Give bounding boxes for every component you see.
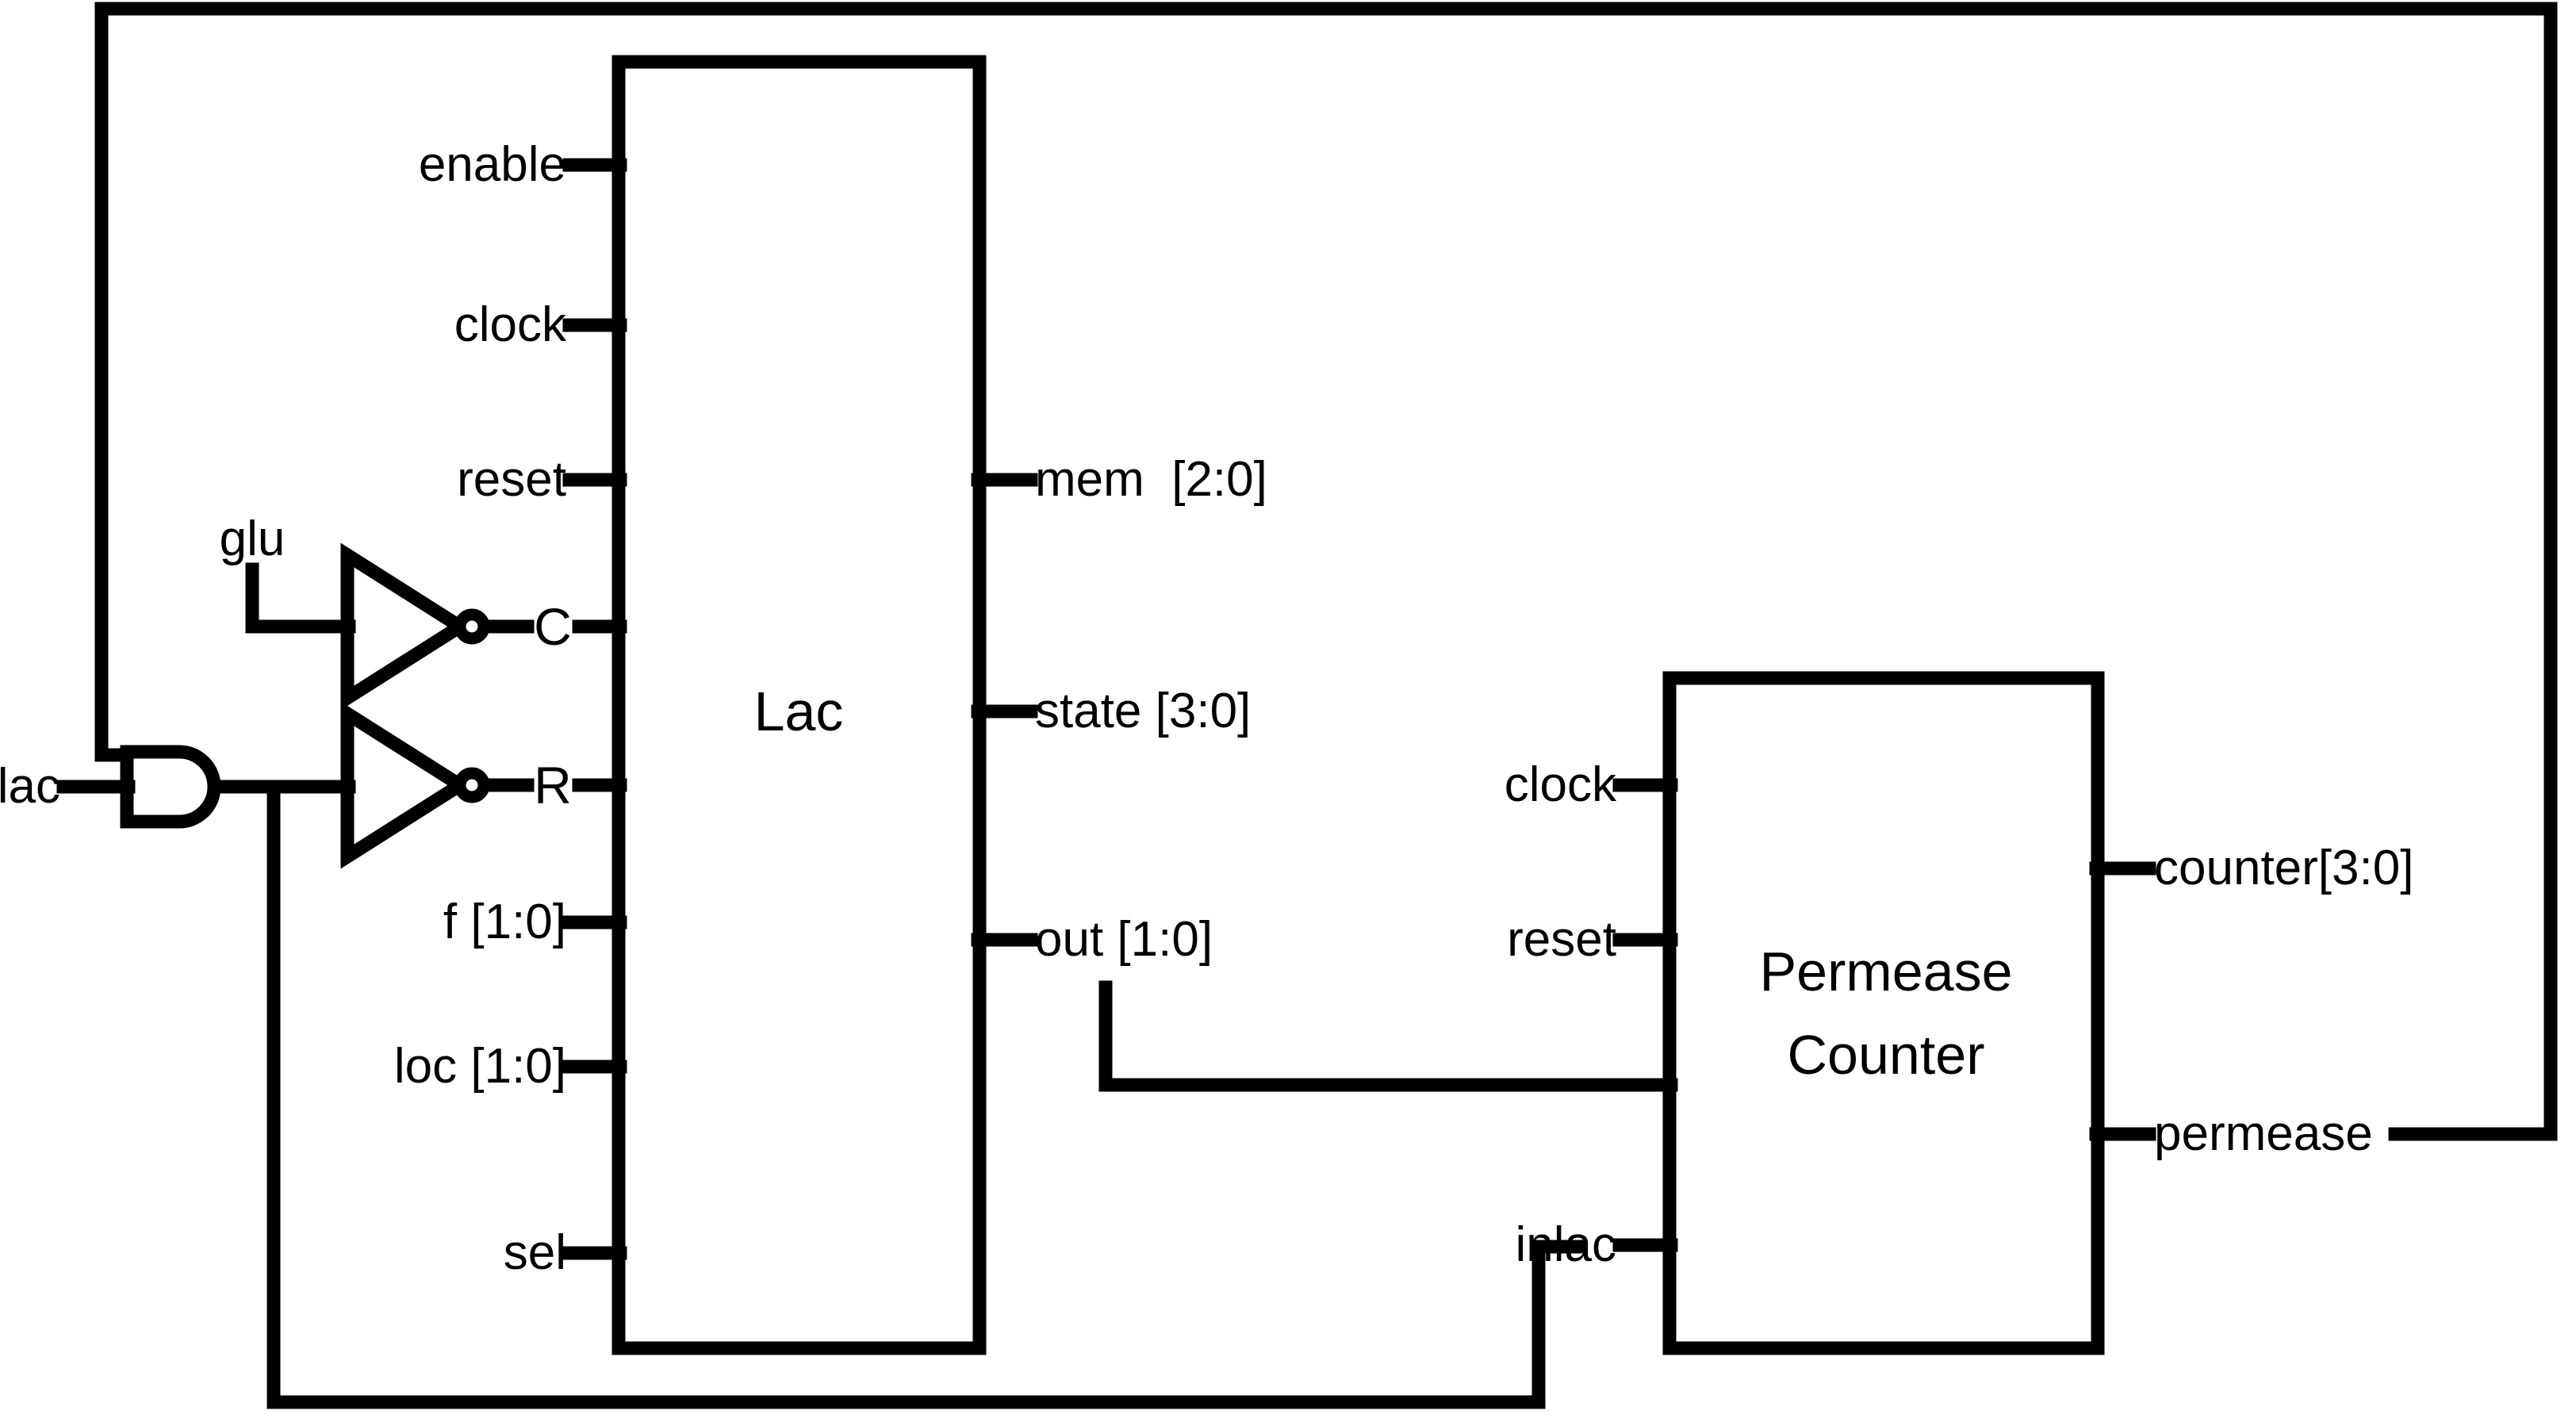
permease-counter-port-label-permease: permease (2154, 1106, 2373, 1161)
permease-counter-output-stubs (2089, 861, 2156, 1141)
lac-port-label-state: state [3:0] (1035, 684, 1252, 738)
permease-counter-block-label-line1: Permease (1759, 941, 2013, 1002)
permease-counter-port-label-counter: counter[3:0] (2154, 841, 2414, 895)
lac-port-label-enable: enable (418, 137, 566, 192)
and-gate-body (120, 745, 221, 829)
permease-counter-port-label-inlac: inlac (1515, 1217, 1616, 1272)
lac-input-stubs (562, 158, 627, 1260)
lac-port-label-f: f [1:0] (443, 895, 566, 949)
lac-output-stubs (971, 473, 1038, 947)
lac-port-label-out: out [1:0] (1035, 912, 1213, 967)
lac-port-label-r: R (534, 756, 572, 814)
net-out-to-permease-counter (1098, 980, 1678, 1092)
signal-label-glu: glu (219, 512, 286, 566)
permease-counter-block-label-line2: Counter (1787, 1024, 1985, 1086)
lac-port-label-reset: reset (457, 452, 566, 507)
inverter-r[interactable] (340, 701, 627, 869)
lac-port-label-sel: sel (503, 1225, 566, 1280)
inverter-c-triangle (340, 542, 473, 711)
lac-port-label-loc: loc [1:0] (393, 1039, 566, 1094)
lac-port-label-c: C (534, 597, 572, 656)
signal-label-lac: lac (0, 759, 60, 814)
lac-port-label-mem: mem [2:0] (1035, 452, 1267, 507)
lac-port-label-clock: clock (454, 297, 566, 352)
lac-block-label: Lac (753, 680, 844, 742)
inverter-r-triangle (340, 701, 473, 869)
net-and-to-inlac (266, 780, 1585, 1409)
net-glu-to-inverter-c (245, 562, 356, 634)
permease-counter-port-label-clock: clock (1504, 757, 1616, 812)
permease-counter-input-stubs (1612, 778, 1678, 1252)
and-gate[interactable] (56, 745, 356, 829)
net-permease-feedback (94, 2, 2558, 1141)
permease-counter-block-rect[interactable] (1662, 671, 2105, 1355)
inverter-c[interactable] (340, 542, 627, 711)
permease-counter-port-label-reset: reset (1507, 912, 1616, 967)
